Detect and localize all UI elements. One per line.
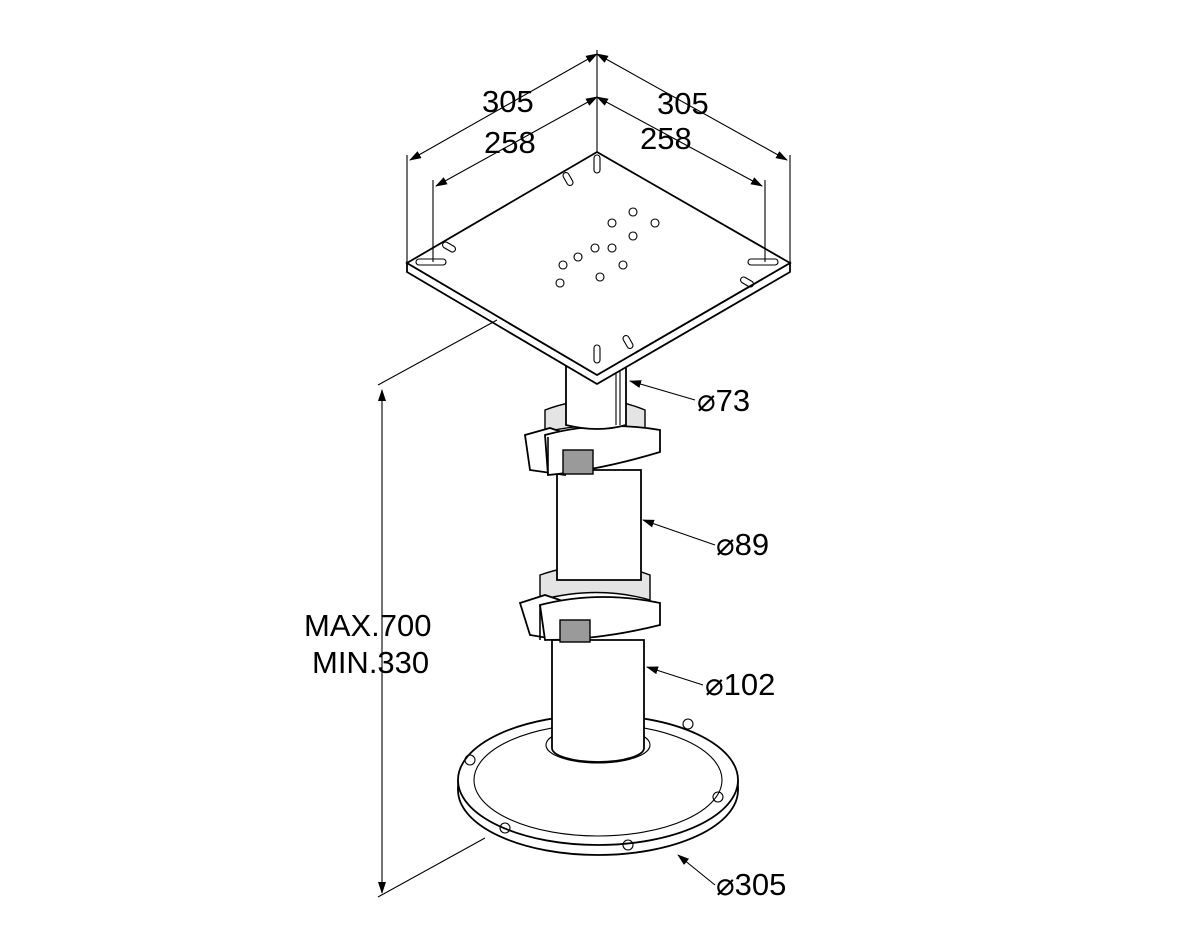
label-height-min: MIN.330 [312,645,429,680]
middle-tube [556,469,642,581]
label-height-max: MAX.700 [304,608,432,643]
label-plate-holes-right: 258 [640,121,692,156]
label-plate-outer-right: 305 [657,86,709,121]
label-tube-top-diameter: ⌀73 [697,383,750,418]
label-tube-middle-diameter: ⌀89 [716,527,769,562]
label-plate-holes-left: 258 [484,125,536,160]
top-tube [565,361,627,430]
leader-lines [629,380,716,886]
lower-tube [551,639,645,763]
label-tube-bottom-diameter: ⌀102 [705,667,775,702]
top-plate [405,150,792,386]
height-dimension-lines [377,319,498,898]
plate-dimension-lines [406,50,791,263]
base-plate [457,714,739,856]
label-plate-outer-left: 305 [482,84,534,119]
label-base-diameter: ⌀305 [716,867,786,902]
